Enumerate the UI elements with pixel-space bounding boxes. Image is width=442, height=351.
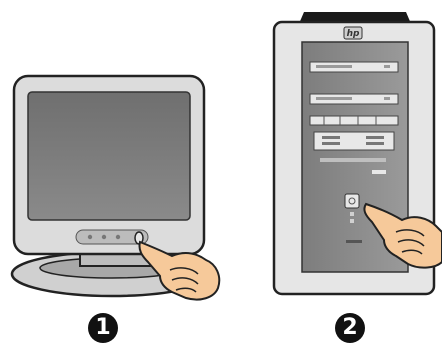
front-ports-panel xyxy=(314,132,394,150)
optical-drive-1 xyxy=(310,62,398,72)
optical-drive-2 xyxy=(310,94,398,104)
svg-text:hp: hp xyxy=(347,29,360,39)
hp-logo: hp xyxy=(344,27,362,39)
monitor xyxy=(12,76,219,300)
step-2-badge: 2 xyxy=(335,313,365,343)
step-1-badge: 1 xyxy=(88,313,118,343)
card-reader-slots xyxy=(310,116,398,125)
activity-light xyxy=(350,212,354,216)
computer-tower: hp xyxy=(274,12,442,294)
computer-power-button[interactable] xyxy=(345,194,359,208)
monitor-screen xyxy=(28,92,190,220)
